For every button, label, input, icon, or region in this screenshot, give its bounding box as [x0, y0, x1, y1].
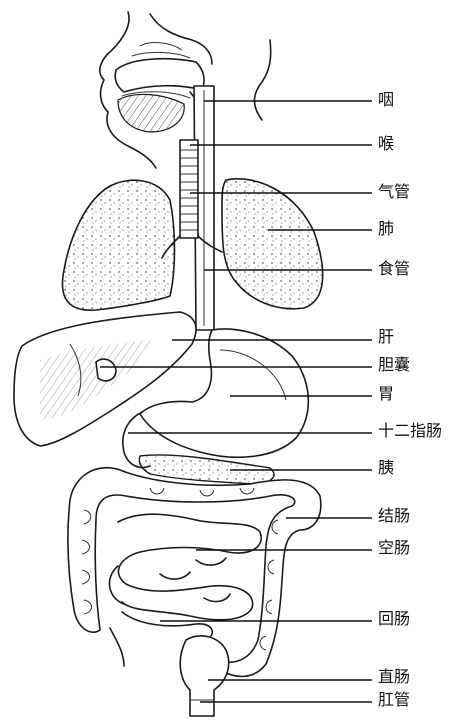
label-pharynx: 咽: [378, 90, 394, 110]
label-anus: 肛管: [378, 690, 410, 710]
label-rectum: 直肠: [378, 667, 410, 687]
label-ileum: 回肠: [378, 609, 410, 629]
label-lung: 肺: [378, 219, 394, 239]
label-gallbladder: 胆囊: [378, 355, 410, 375]
label-trachea: 气管: [378, 182, 410, 202]
label-esophagus: 食管: [378, 259, 410, 279]
label-pancreas: 胰: [378, 458, 394, 478]
left-lung: [62, 180, 174, 310]
gallbladder: [96, 359, 116, 381]
appendix: [110, 628, 124, 666]
label-jejunum: 空肠: [378, 538, 410, 558]
back-contour: [254, 40, 270, 120]
label-liver: 肝: [378, 327, 394, 347]
label-duodenum: 十二指肠: [378, 421, 442, 441]
label-larynx: 喉: [378, 134, 394, 154]
label-colon: 结肠: [378, 506, 410, 526]
right-lung: [222, 179, 323, 309]
label-stomach: 胃: [378, 384, 394, 404]
rectum: [180, 636, 228, 716]
